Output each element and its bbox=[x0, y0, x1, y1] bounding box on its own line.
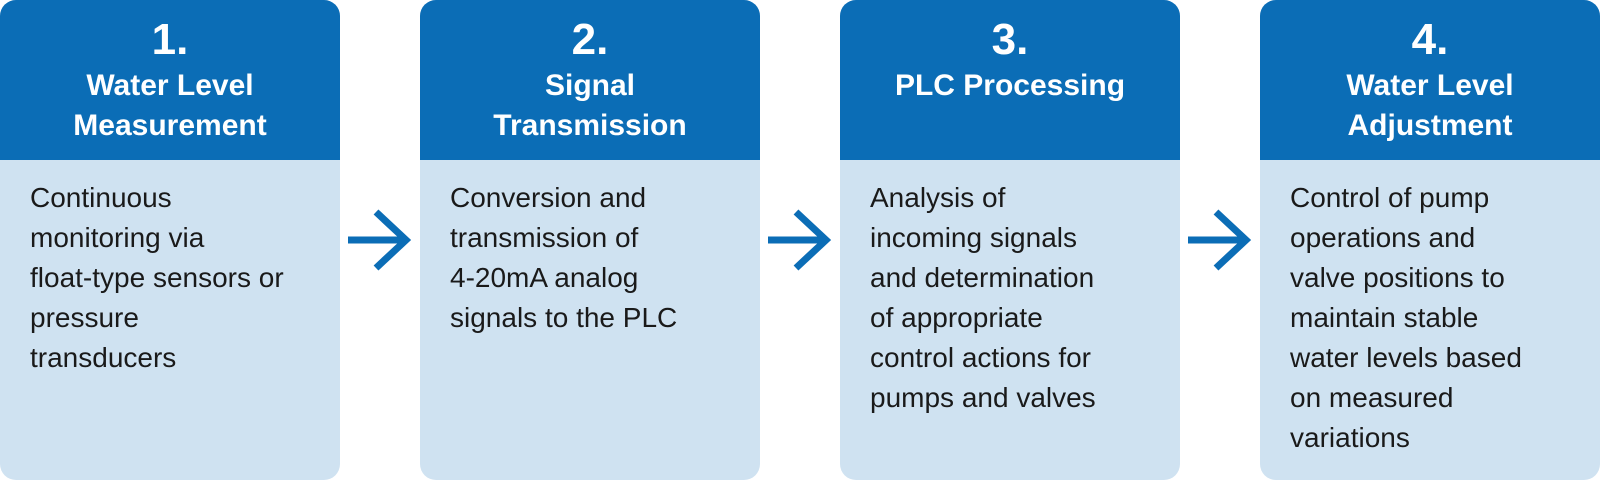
arrow-right-icon bbox=[768, 209, 832, 271]
step-description-3: Analysis of incoming signals and determi… bbox=[870, 182, 1096, 413]
step-number-1: 1. bbox=[151, 15, 189, 64]
step-card-1: 1. Water Level Measurement Continuous mo… bbox=[0, 0, 340, 480]
step-number-4: 4. bbox=[1411, 15, 1449, 64]
step-title-3: PLC Processing bbox=[894, 69, 1126, 102]
step-description-1: Continuous monitoring via float-type sen… bbox=[30, 182, 284, 373]
arrow-right-icon bbox=[348, 209, 412, 271]
step-header-3: 3. PLC Processing bbox=[840, 0, 1180, 160]
step-header-4: 4. Water Level Adjustment bbox=[1260, 0, 1600, 160]
step-number-2: 2. bbox=[571, 15, 609, 64]
step-number-3: 3. bbox=[991, 15, 1029, 64]
step-header-2: 2. Signal Transmission bbox=[420, 0, 760, 160]
step-card-2: 2. Signal Transmission Conversion and tr… bbox=[420, 0, 760, 480]
step-title-1: Water Level Measurement bbox=[73, 69, 267, 142]
step-description-2: Conversion and transmission of 4-20mA an… bbox=[450, 182, 678, 333]
step-description-4: Control of pump operations and valve pos… bbox=[1290, 182, 1522, 453]
step-title-4: Water Level Adjustment bbox=[1346, 69, 1514, 142]
step-card-3: 3. PLC Processing Analysis of incoming s… bbox=[840, 0, 1180, 480]
step-header-1: 1. Water Level Measurement bbox=[0, 0, 340, 160]
arrow-right-icon bbox=[1188, 209, 1252, 271]
step-card-4: 4. Water Level Adjustment Control of pum… bbox=[1260, 0, 1600, 480]
step-title-2: Signal Transmission bbox=[493, 69, 687, 142]
